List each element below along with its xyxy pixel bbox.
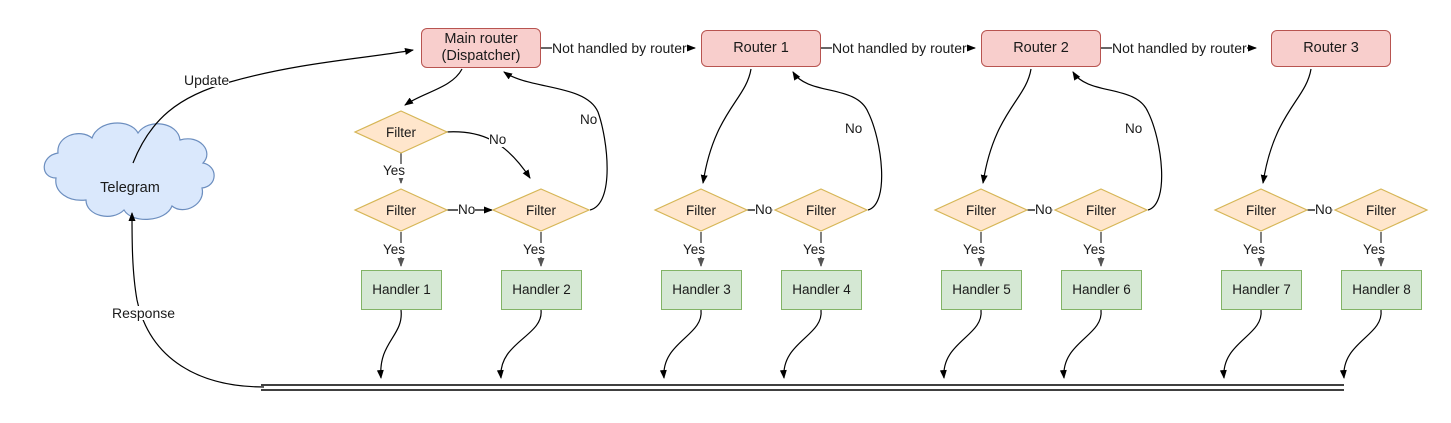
response-bus (261, 384, 1344, 391)
filter-label-r2-b[interactable]: Filter (1086, 202, 1116, 218)
main-router-label-line2: (Dispatcher) (441, 48, 521, 64)
edge-label-no-r2-1: No (1035, 202, 1053, 217)
filter-shape-r3-b (1333, 188, 1429, 232)
edge-label-yes-r1-1: Yes (683, 242, 706, 257)
filter-shape-r1-a (653, 188, 749, 232)
node-handler-3[interactable]: Handler 3 (661, 270, 742, 310)
filter-label-main-b[interactable]: Filter (526, 202, 556, 218)
edge-label-no-r1-1: No (755, 202, 773, 217)
handler-7-label: Handler 7 (1232, 282, 1291, 298)
filter-label-r1-a[interactable]: Filter (686, 202, 716, 218)
edge-label-yes-main-1: Yes (383, 163, 406, 178)
edge-label-no-r3-1: No (1315, 202, 1333, 217)
edge-label-yes-r3-1: Yes (1243, 242, 1266, 257)
edge-label-not-handled-2: Not handled by router (832, 40, 967, 56)
node-main-router[interactable]: Main router (Dispatcher) (421, 28, 541, 68)
node-handler-7[interactable]: Handler 7 (1221, 270, 1302, 310)
router-2-label: Router 2 (1013, 40, 1069, 57)
edge-label-not-handled-1: Not handled by router (552, 40, 687, 56)
edge-label-yes-main-3: Yes (523, 242, 546, 257)
filter-label-main-top[interactable]: Filter (386, 124, 416, 140)
filter-shape-main-b (491, 188, 591, 232)
filter-label-r1-b[interactable]: Filter (806, 202, 836, 218)
handler-4-label: Handler 4 (792, 282, 851, 298)
edge-label-yes-r2-2: Yes (1083, 242, 1106, 257)
edge-label-update: Update (184, 72, 230, 88)
node-router-2[interactable]: Router 2 (981, 30, 1101, 67)
telegram-cloud-shape (43, 122, 215, 220)
handler-1-label: Handler 1 (372, 282, 431, 298)
edge-label-no-r1-2: No (845, 121, 863, 136)
main-router-label-line1: Main router (444, 31, 518, 48)
edge-label-yes-r2-1: Yes (963, 242, 986, 257)
filter-label-r3-b[interactable]: Filter (1366, 202, 1396, 218)
node-handler-1[interactable]: Handler 1 (361, 270, 442, 310)
telegram-cloud-label: Telegram (100, 180, 160, 196)
filter-shape-r3-a (1213, 188, 1309, 232)
filter-shape-r2-b (1053, 188, 1149, 232)
node-handler-8[interactable]: Handler 8 (1341, 270, 1422, 310)
edge-label-yes-main-2: Yes (383, 242, 406, 257)
edge-label-yes-r1-2: Yes (803, 242, 826, 257)
router-1-label: Router 1 (733, 40, 789, 57)
filter-shape-main-top (353, 110, 449, 154)
node-router-3[interactable]: Router 3 (1271, 30, 1391, 67)
filter-label-main-a[interactable]: Filter (386, 202, 416, 218)
node-handler-4[interactable]: Handler 4 (781, 270, 862, 310)
filter-label-r2-a[interactable]: Filter (966, 202, 996, 218)
edge-label-not-handled-3: Not handled by router (1112, 40, 1247, 56)
node-handler-5[interactable]: Handler 5 (941, 270, 1022, 310)
handler-6-label: Handler 6 (1072, 282, 1131, 298)
edge-label-no-main-3: No (580, 112, 598, 127)
filter-label-r3-a[interactable]: Filter (1246, 202, 1276, 218)
edge-label-response: Response (112, 305, 176, 321)
node-router-1[interactable]: Router 1 (701, 30, 821, 67)
node-handler-2[interactable]: Handler 2 (501, 270, 582, 310)
router-3-label: Router 3 (1303, 40, 1359, 57)
handler-3-label: Handler 3 (672, 282, 731, 298)
edge-label-no-main-2: No (458, 202, 476, 217)
filter-shape-main-a (353, 188, 449, 232)
edge-label-no-main-1: No (489, 132, 507, 147)
handler-5-label: Handler 5 (952, 282, 1011, 298)
edge-label-no-r2-2: No (1125, 121, 1143, 136)
filter-shape-r1-b (773, 188, 869, 232)
handler-2-label: Handler 2 (512, 282, 571, 298)
handler-8-label: Handler 8 (1352, 282, 1411, 298)
filter-shape-r2-a (933, 188, 1029, 232)
edge-label-yes-r3-2: Yes (1363, 242, 1386, 257)
node-handler-6[interactable]: Handler 6 (1061, 270, 1142, 310)
